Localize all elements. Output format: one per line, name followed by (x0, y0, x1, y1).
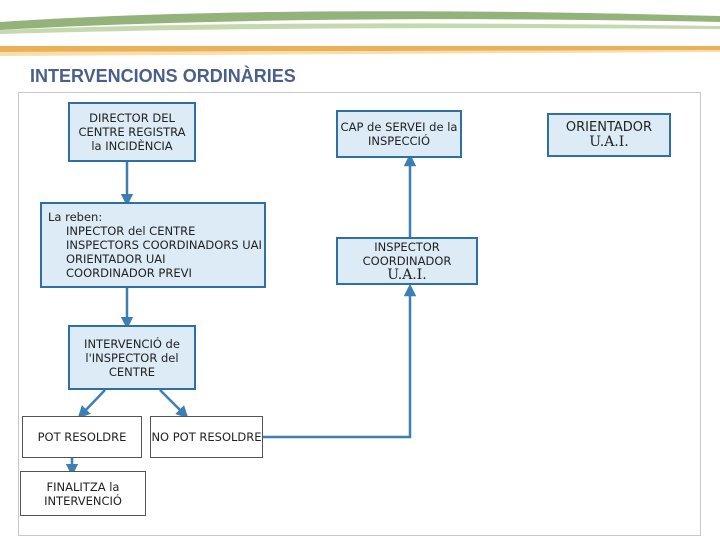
node-inspector-coord-line: INSPECTOR (374, 240, 440, 254)
node-orientador-sub: U.A.I. (589, 134, 629, 150)
node-cap-servei-line: INSPECCIÓ (368, 134, 430, 148)
node-intervencio-line: INTERVENCIÓ de (84, 336, 180, 351)
node-intervencio-line: l'INSPECTOR del (85, 350, 179, 365)
node-orientador: ORIENTADOR U.A.I. (547, 113, 671, 157)
node-inspector-coord-line: COORDINADOR (362, 254, 452, 268)
page-title: INTERVENCIONS ORDINÀRIES (30, 66, 296, 86)
node-reben-item: ORIENTADOR UAI (66, 252, 166, 266)
node-intervencio: INTERVENCIÓ de l'INSPECTOR del CENTRE (68, 325, 196, 390)
node-finalitza: FINALITZA la INTERVENCIÓ (20, 471, 146, 516)
node-finalitza-line: FINALITZA la (46, 479, 120, 494)
node-reben-item: COORDINADOR PREVI (66, 266, 192, 280)
node-reben: La reben: INPECTOR del CENTRE INSPECTORS… (40, 202, 266, 288)
node-finalitza-line: INTERVENCIÓ (44, 493, 122, 508)
node-intervencio-line: CENTRE (108, 364, 156, 379)
node-reben-heading: La reben: (48, 210, 103, 224)
node-reben-item: INSPECTORS COORDINADORS UAI (66, 238, 262, 252)
node-cap-servei: CAP de SERVEI de la INSPECCIÓ (336, 110, 462, 158)
node-director-line: la INCIDÈNCIA (91, 139, 173, 153)
node-pot-resoldre-label: POT RESOLDRE (37, 430, 127, 444)
node-director-line: CENTRE REGISTRA (78, 125, 186, 139)
node-director: DIRECTOR DEL CENTRE REGISTRA la INCIDÈNC… (68, 102, 196, 162)
node-director-line: DIRECTOR DEL (89, 111, 175, 125)
header-decoration (0, 11, 720, 56)
diagram-frame (18, 92, 701, 536)
node-cap-servei-line: CAP de SERVEI de la (340, 120, 458, 134)
node-pot-resoldre: POT RESOLDRE (22, 416, 142, 458)
node-no-pot-resoldre-label: NO POT RESOLDRE (151, 430, 262, 444)
node-orientador-line: ORIENTADOR (565, 120, 653, 135)
node-inspector-coord: INSPECTOR COORDINADOR U.A.I. (336, 237, 478, 285)
node-inspector-coord-sub: U.A.I. (387, 267, 427, 283)
node-no-pot-resoldre: NO POT RESOLDRE (150, 416, 263, 458)
node-reben-item: INPECTOR del CENTRE (66, 224, 196, 238)
